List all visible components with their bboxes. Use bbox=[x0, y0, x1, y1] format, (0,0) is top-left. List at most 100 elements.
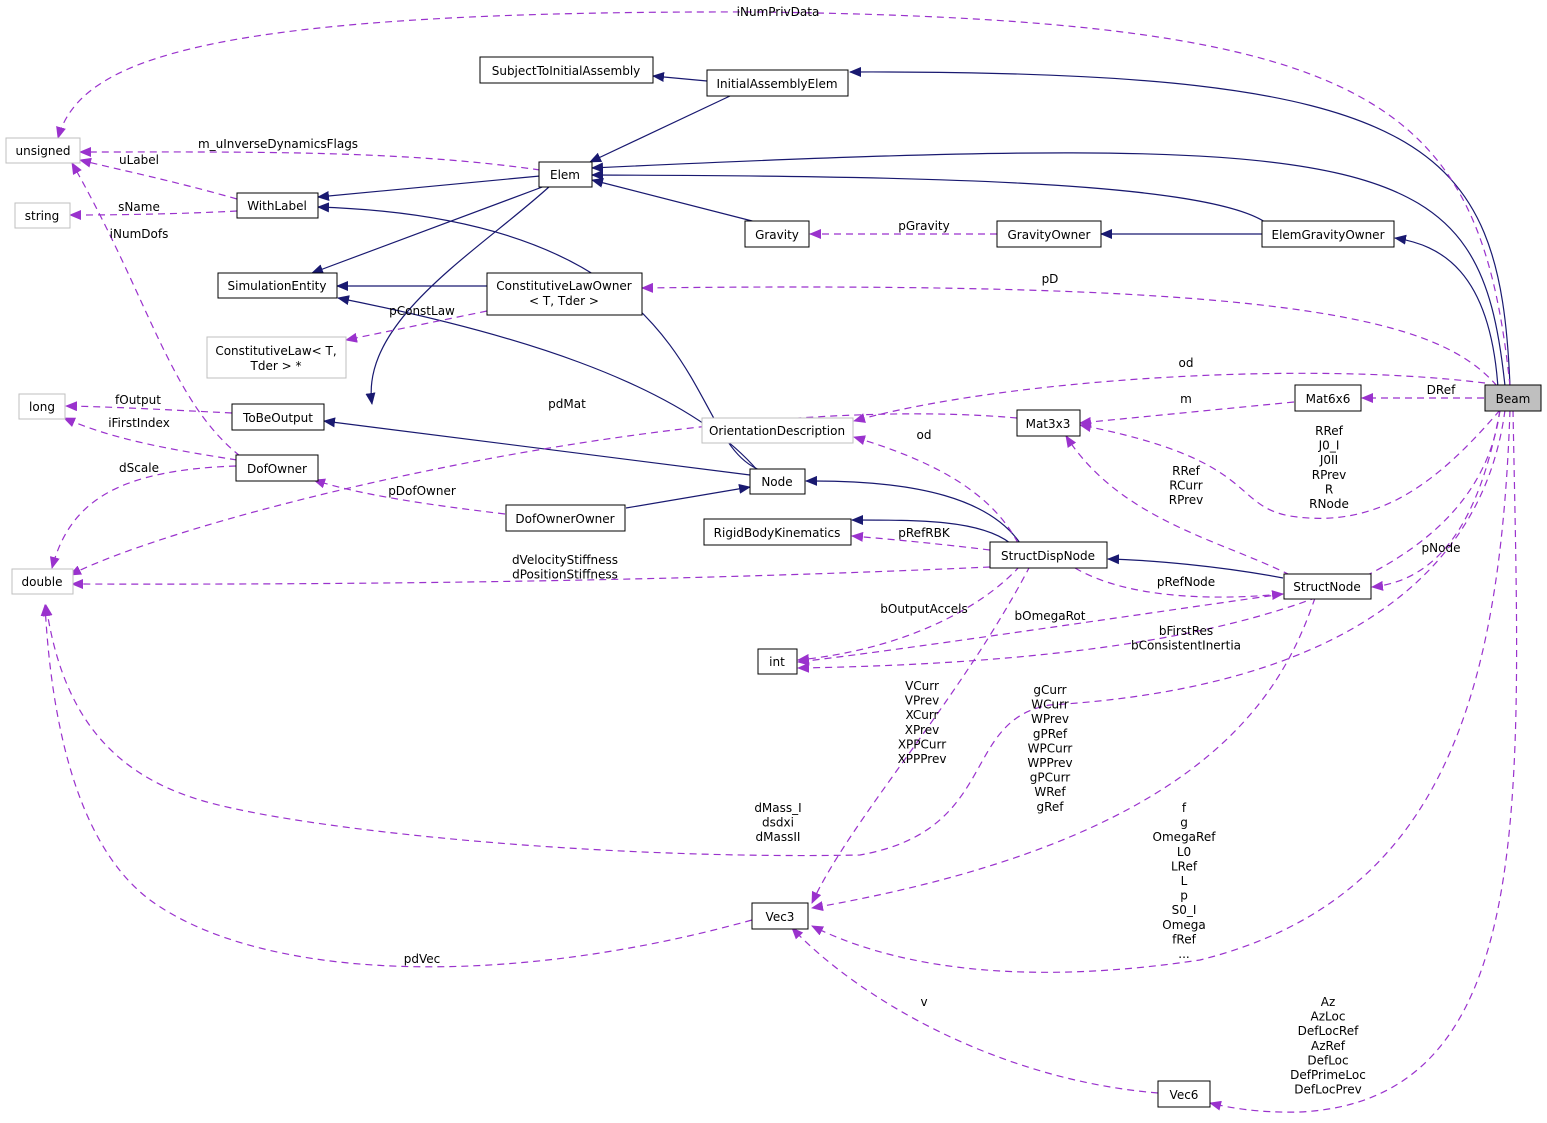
label-dscale: dScale bbox=[119, 461, 159, 475]
label-line: fRef bbox=[1172, 932, 1196, 946]
edge-beam-clowner bbox=[641, 282, 1498, 387]
edge-structdisp-orientdesc bbox=[853, 435, 1019, 544]
nodes: unsigned string long double SubjectToIni… bbox=[5, 56, 1542, 1108]
edge-structdisp-node bbox=[805, 475, 1021, 544]
node-constitutive-law-owner[interactable]: ConstitutiveLawOwner < T, Tder > bbox=[486, 272, 643, 316]
node-gravity-label: Gravity bbox=[755, 228, 799, 242]
label-line: VPrev bbox=[905, 694, 939, 708]
label-line: DefLoc bbox=[1307, 1053, 1348, 1067]
node-dof-owner-owner[interactable]: DofOwnerOwner bbox=[505, 504, 626, 532]
node-subject-to-initial-assembly[interactable]: SubjectToInitialAssembly bbox=[479, 56, 654, 84]
node-struct-node[interactable]: StructNode bbox=[1283, 573, 1372, 600]
node-elem[interactable]: Elem bbox=[538, 161, 593, 188]
label-foutput: fOutput bbox=[115, 393, 161, 407]
label-line: OmegaRef bbox=[1153, 830, 1217, 844]
label-line: XCurr bbox=[906, 708, 939, 722]
label-line: LRef bbox=[1171, 859, 1198, 873]
node-with-label[interactable]: WithLabel bbox=[236, 192, 319, 219]
label-line: Az bbox=[1321, 995, 1336, 1009]
node-long[interactable]: long bbox=[18, 393, 66, 420]
label-line: dPositionStiffness bbox=[512, 568, 618, 582]
edge-structdisp-double bbox=[71, 566, 991, 590]
edge-elemgravity-elem bbox=[591, 170, 1266, 223]
node-mat3x3-label: Mat3x3 bbox=[1026, 417, 1071, 431]
edge-structdisp-vec3 bbox=[811, 565, 1031, 904]
label-line: WPCurr bbox=[1028, 741, 1073, 755]
node-vec3-label: Vec3 bbox=[766, 910, 795, 924]
node-to-be-output[interactable]: ToBeOutput bbox=[231, 403, 325, 431]
node-elem-gravity-owner[interactable]: ElemGravityOwner bbox=[1261, 220, 1395, 248]
edge-dofowner-long bbox=[63, 417, 238, 461]
label-line: J0II bbox=[1319, 453, 1338, 467]
node-tobeoutput-label: ToBeOutput bbox=[242, 411, 313, 425]
edge-beam-mat3x3 bbox=[1079, 409, 1501, 519]
edge-vec3-double bbox=[40, 604, 753, 968]
label-dref: DRef bbox=[1427, 383, 1456, 397]
node-orientdesc-label: OrientationDescription bbox=[709, 424, 845, 438]
label-line: L bbox=[1181, 874, 1188, 888]
edge-beam-initasm bbox=[849, 66, 1511, 387]
node-simentity-label: SimulationEntity bbox=[228, 279, 327, 293]
edge-beam-elemgravity bbox=[1394, 234, 1499, 389]
label-line: VCurr bbox=[905, 679, 939, 693]
edge-structnode-mat3x3 bbox=[1065, 435, 1291, 576]
edge-dofownerowner-dofowner bbox=[313, 478, 506, 515]
edge-dofowner-double bbox=[49, 465, 237, 569]
node-int[interactable]: int bbox=[757, 648, 798, 675]
node-claw-label-1: ConstitutiveLaw< T, bbox=[215, 344, 336, 358]
node-int-label: int bbox=[769, 655, 785, 669]
label-m-uinverse: m_uInverseDynamicsFlags bbox=[198, 137, 358, 151]
node-vec6[interactable]: Vec6 bbox=[1157, 1080, 1211, 1108]
label-inumdofs: iNumDofs bbox=[110, 227, 169, 241]
node-dof-owner[interactable]: DofOwner bbox=[235, 454, 319, 482]
label-line: RPrev bbox=[1169, 493, 1204, 507]
node-gravityowner-label: GravityOwner bbox=[1007, 228, 1090, 242]
label-v: v bbox=[920, 995, 927, 1009]
node-node[interactable]: Node bbox=[749, 468, 806, 495]
label-pd: pD bbox=[1042, 272, 1059, 286]
edge-mat3x3-double bbox=[69, 413, 1018, 576]
node-string[interactable]: string bbox=[14, 202, 71, 229]
node-orientation-description[interactable]: OrientationDescription bbox=[701, 417, 854, 444]
edge-structdisp-rigidbody bbox=[851, 515, 1011, 544]
node-rigid-body-kinematics[interactable]: RigidBodyKinematics bbox=[703, 518, 852, 546]
node-initial-assembly-elem[interactable]: InitialAssemblyElem bbox=[706, 69, 849, 97]
edge-node-withlabel bbox=[317, 202, 761, 471]
label-prefrbk: pRefRBK bbox=[898, 526, 951, 540]
label-line: J0_I bbox=[1318, 439, 1340, 453]
node-mat6x6[interactable]: Mat6x6 bbox=[1294, 384, 1362, 412]
node-double[interactable]: double bbox=[11, 568, 74, 595]
label-line: gPCurr bbox=[1030, 771, 1071, 785]
edge-structnode-int bbox=[797, 593, 1284, 666]
label-line: f bbox=[1182, 801, 1187, 815]
label-line: R bbox=[1325, 482, 1333, 496]
label-pnode: pNode bbox=[1422, 541, 1461, 555]
label-line: RPrev bbox=[1312, 468, 1347, 482]
label-sname: sName bbox=[118, 200, 160, 214]
node-clowner-label-1: ConstitutiveLawOwner bbox=[496, 279, 632, 293]
node-simulation-entity[interactable]: SimulationEntity bbox=[217, 272, 338, 299]
label-line: gRef bbox=[1036, 800, 1064, 814]
node-gravity[interactable]: Gravity bbox=[744, 220, 810, 248]
node-beam[interactable]: Beam bbox=[1484, 384, 1542, 412]
label-bomegarot: bOmegaRot bbox=[1015, 609, 1086, 623]
node-initasm-label: InitialAssemblyElem bbox=[716, 77, 837, 91]
node-gravity-owner[interactable]: GravityOwner bbox=[996, 220, 1102, 248]
label-line: dMass_I bbox=[754, 801, 801, 815]
node-constitutive-law[interactable]: ConstitutiveLaw< T, Tder > * bbox=[206, 336, 347, 379]
node-vec3[interactable]: Vec3 bbox=[751, 902, 809, 930]
label-line: gCurr bbox=[1033, 683, 1066, 697]
node-struct-disp-node[interactable]: StructDispNode bbox=[989, 541, 1108, 569]
node-mat3x3[interactable]: Mat3x3 bbox=[1016, 409, 1081, 437]
node-subject-label: SubjectToInitialAssembly bbox=[492, 64, 641, 78]
node-beam-label: Beam bbox=[1496, 392, 1531, 406]
node-clowner-label-2: < T, Tder > bbox=[529, 294, 599, 308]
node-string-label: string bbox=[25, 209, 59, 223]
node-unsigned[interactable]: unsigned bbox=[5, 137, 81, 164]
